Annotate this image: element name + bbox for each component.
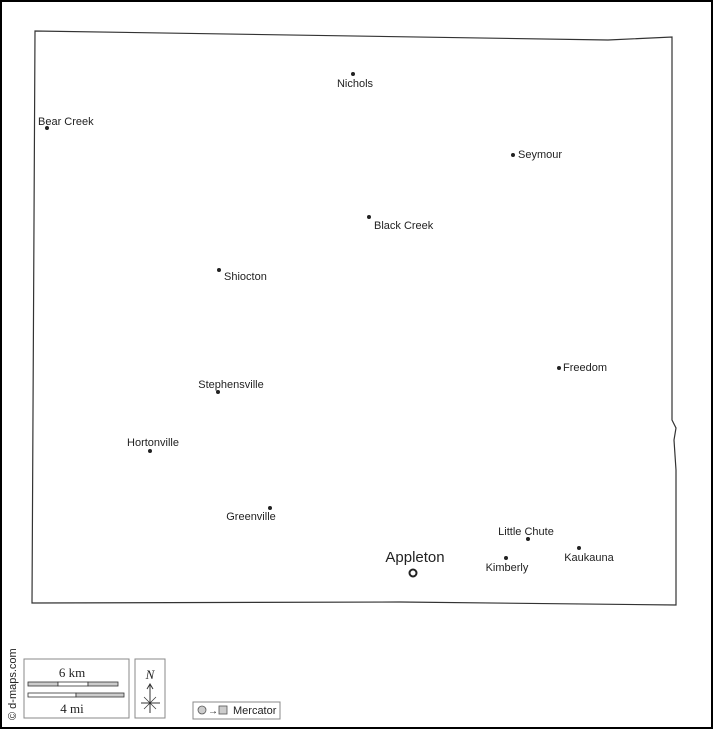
credit-text: © d-maps.com xyxy=(7,648,19,720)
city-bear-creek: Bear Creek xyxy=(38,116,94,130)
city-kimberly: Kimberly xyxy=(486,556,529,574)
city-label: Greenville xyxy=(226,511,276,523)
city-freedom: Freedom xyxy=(557,362,607,374)
circle-icon xyxy=(197,705,207,715)
city-little-chute: Little Chute xyxy=(498,526,554,541)
city-label: Hortonville xyxy=(127,437,179,449)
city-label: Shiocton xyxy=(224,271,267,283)
city-shiocton: Shiocton xyxy=(217,268,267,283)
scale-mi-label: 4 mi xyxy=(60,701,84,716)
city-label: Appleton xyxy=(385,549,444,566)
scale-bar: 6 km 4 mi xyxy=(23,658,130,719)
city-greenville: Greenville xyxy=(226,506,276,523)
county-boundary xyxy=(31,30,677,606)
city-appleton: Appleton xyxy=(385,549,445,578)
city-label: Freedom xyxy=(563,362,607,374)
city-label: Stephensville xyxy=(198,379,263,391)
city-kaukauna: Kaukauna xyxy=(564,546,615,564)
city-nichols: Nichols xyxy=(337,72,374,90)
city-label: Bear Creek xyxy=(38,116,94,128)
city-label: Black Creek xyxy=(374,220,434,232)
city-label: Seymour xyxy=(518,149,562,161)
city-label: Nichols xyxy=(337,78,374,90)
city-label: Little Chute xyxy=(498,526,554,538)
city-hortonville: Hortonville xyxy=(127,437,179,453)
arrow-icon: → xyxy=(208,706,218,717)
city-seymour: Seymour xyxy=(511,149,562,161)
north-arrow: N xyxy=(134,658,166,719)
city-stephensville: Stephensville xyxy=(198,379,264,394)
scale-km-label: 6 km xyxy=(59,665,85,680)
north-label: N xyxy=(145,667,156,682)
city-label: Kimberly xyxy=(486,562,529,574)
projection-label: Mercator xyxy=(233,705,277,717)
square-icon xyxy=(218,705,228,715)
projection-legend: → Mercator xyxy=(192,701,281,720)
city-black-creek: Black Creek xyxy=(367,215,434,232)
city-label: Kaukauna xyxy=(564,552,614,564)
